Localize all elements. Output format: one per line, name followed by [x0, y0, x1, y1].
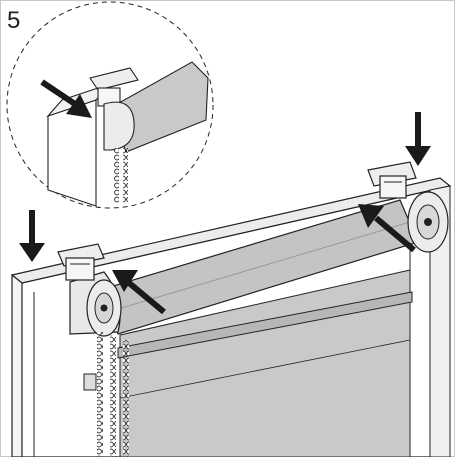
- left-bracket-clip: [57, 243, 105, 281]
- pointer-arrow-icon: [358, 204, 416, 253]
- window-frame: [10, 177, 452, 457]
- down-arrow-icon: [19, 210, 45, 262]
- left-end-cap: [69, 271, 122, 337]
- pointer-arrow-icon: [112, 270, 166, 315]
- blind-fabric: [117, 269, 413, 457]
- right-bracket-clip: [367, 161, 417, 199]
- down-arrow-icon: [405, 112, 431, 166]
- bead-chain-icon: [83, 332, 129, 457]
- detail-inset: [6, 1, 214, 209]
- step-number: 5: [7, 7, 21, 34]
- right-end-cap: [407, 191, 449, 253]
